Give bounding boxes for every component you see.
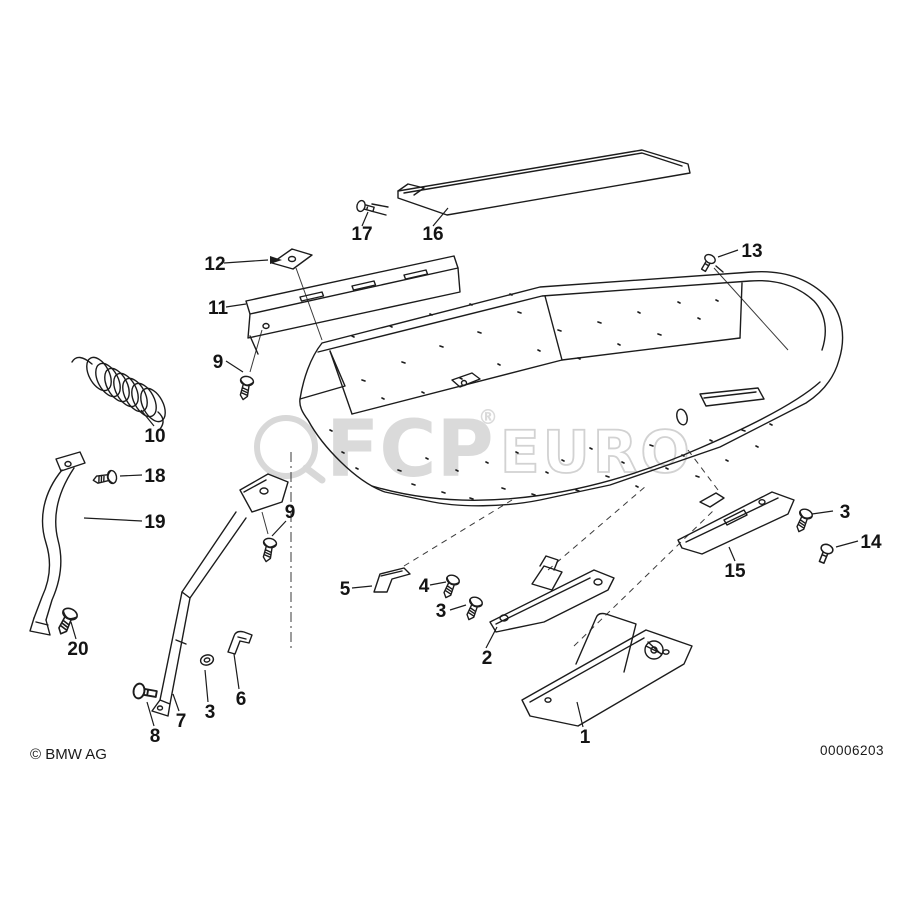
surface-texture [329, 293, 773, 500]
callout-18: 18 [144, 466, 166, 487]
part-12-bracket [271, 248, 313, 270]
callout-11: 11 [207, 298, 229, 319]
callout-12: 12 [204, 254, 226, 275]
line-bracket-to-screw9 [261, 511, 269, 535]
part-6-clip [227, 630, 253, 655]
callout-3-mid: 3 [435, 601, 447, 622]
watermark: FCP ® EURO [254, 405, 693, 495]
callout-4: 4 [418, 576, 430, 597]
callout-9-lower: 9 [284, 502, 296, 523]
watermark-logo-tail [302, 464, 326, 484]
part-3-washer [199, 654, 215, 666]
callout-13: 13 [741, 241, 763, 262]
parts-line-art [29, 149, 844, 727]
part-18-screw [91, 469, 119, 488]
part-17-fastener [355, 198, 389, 216]
part-2-hinge [489, 555, 615, 633]
callout-20: 20 [67, 639, 89, 660]
part-glovebox-body [299, 271, 844, 507]
watermark-registered-mark: ® [478, 405, 498, 429]
line-bracket12-to-box [295, 267, 323, 341]
callout-5: 5 [339, 579, 351, 600]
watermark-secondary-text: EURO [500, 418, 693, 486]
watermark-logo-ring [254, 415, 318, 479]
callout-9-upper: 9 [212, 352, 224, 373]
dashed-line-3 [573, 509, 715, 647]
callout-3-right: 3 [839, 502, 851, 523]
callout-3-left: 3 [204, 702, 216, 723]
callout-7: 7 [175, 711, 187, 732]
part-14-rivet [815, 541, 836, 566]
part-8-pin [131, 681, 159, 703]
part-19-strap [29, 451, 86, 636]
callout-14: 14 [860, 532, 882, 553]
callout-8: 8 [149, 726, 161, 747]
part-11-rail [245, 255, 461, 355]
part-3-screw-mid [462, 594, 485, 623]
dashed-line-2 [547, 485, 647, 571]
part-1-lock [521, 612, 693, 727]
callout-16: 16 [422, 224, 444, 245]
copyright-text: © BMW AG [30, 746, 107, 763]
callout-15: 15 [724, 561, 746, 582]
dashed-line-1 [403, 499, 513, 567]
callout-19: 19 [144, 512, 166, 533]
callout-2: 2 [481, 648, 493, 669]
line-clip13-to-box [713, 267, 789, 351]
part-10-spring [71, 356, 166, 430]
part-16-lid [397, 149, 691, 216]
part-9-screw-upper [235, 374, 255, 402]
callout-6: 6 [235, 689, 247, 710]
part-5-clip [373, 567, 411, 593]
part-13-clip [698, 252, 724, 274]
part-9-screw-lower [258, 536, 278, 564]
dashed-line-4 [687, 449, 719, 491]
part-7-arm [151, 511, 247, 717]
part-4-screw [439, 572, 462, 601]
part-3-screw-right [792, 506, 815, 535]
callout-1: 1 [579, 727, 591, 748]
diagram-number: 00006203 [820, 743, 885, 758]
watermark-main-text: FCP [326, 405, 494, 495]
callout-10: 10 [144, 426, 166, 447]
part-hinge-bracket [239, 473, 289, 513]
part-15-bracket [677, 491, 795, 555]
callout-17: 17 [351, 224, 373, 245]
part-20-screw [53, 605, 80, 638]
